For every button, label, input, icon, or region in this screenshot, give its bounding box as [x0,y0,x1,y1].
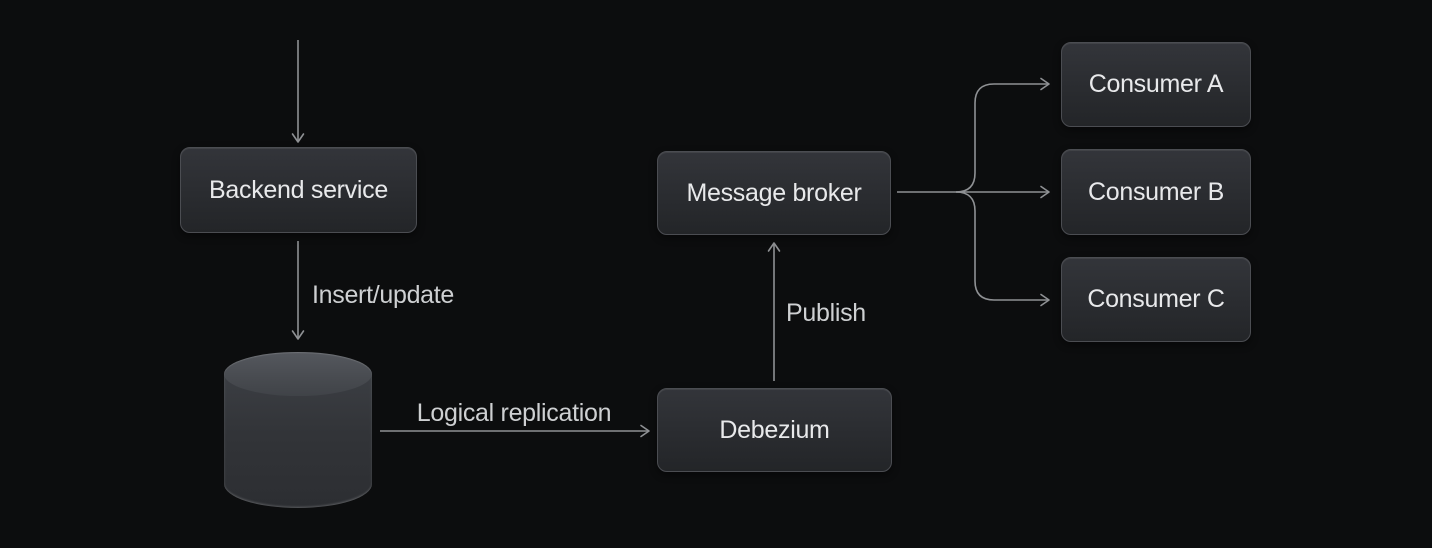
node-debezium-label: Debezium [719,415,830,444]
database-cylinder-body [224,374,372,508]
database-cylinder-icon [224,352,372,508]
node-message-broker-label: Message broker [686,178,862,207]
node-backend-service-label: Backend service [209,175,388,204]
node-consumer-c-label: Consumer C [1087,285,1225,313]
node-consumer-a-label: Consumer A [1088,70,1224,98]
edge-to-consumer-c-arrow [955,191,1050,307]
node-consumer-b: Consumer B [1061,149,1251,235]
edge-label-insert-update: Insert/update [312,281,455,309]
node-consumer-c: Consumer C [1061,257,1251,342]
node-consumer-a: Consumer A [1061,42,1251,127]
edge-label-logical-replication: Logical replication [416,399,612,427]
node-consumer-b-label: Consumer B [1088,177,1224,206]
edge-to-consumer-a-arrow [955,77,1050,193]
node-backend-service: Backend service [180,147,417,233]
node-debezium: Debezium [657,388,892,472]
edge-label-publish: Publish [786,299,866,327]
node-message-broker: Message broker [657,151,891,235]
database-cylinder-top [224,352,372,396]
